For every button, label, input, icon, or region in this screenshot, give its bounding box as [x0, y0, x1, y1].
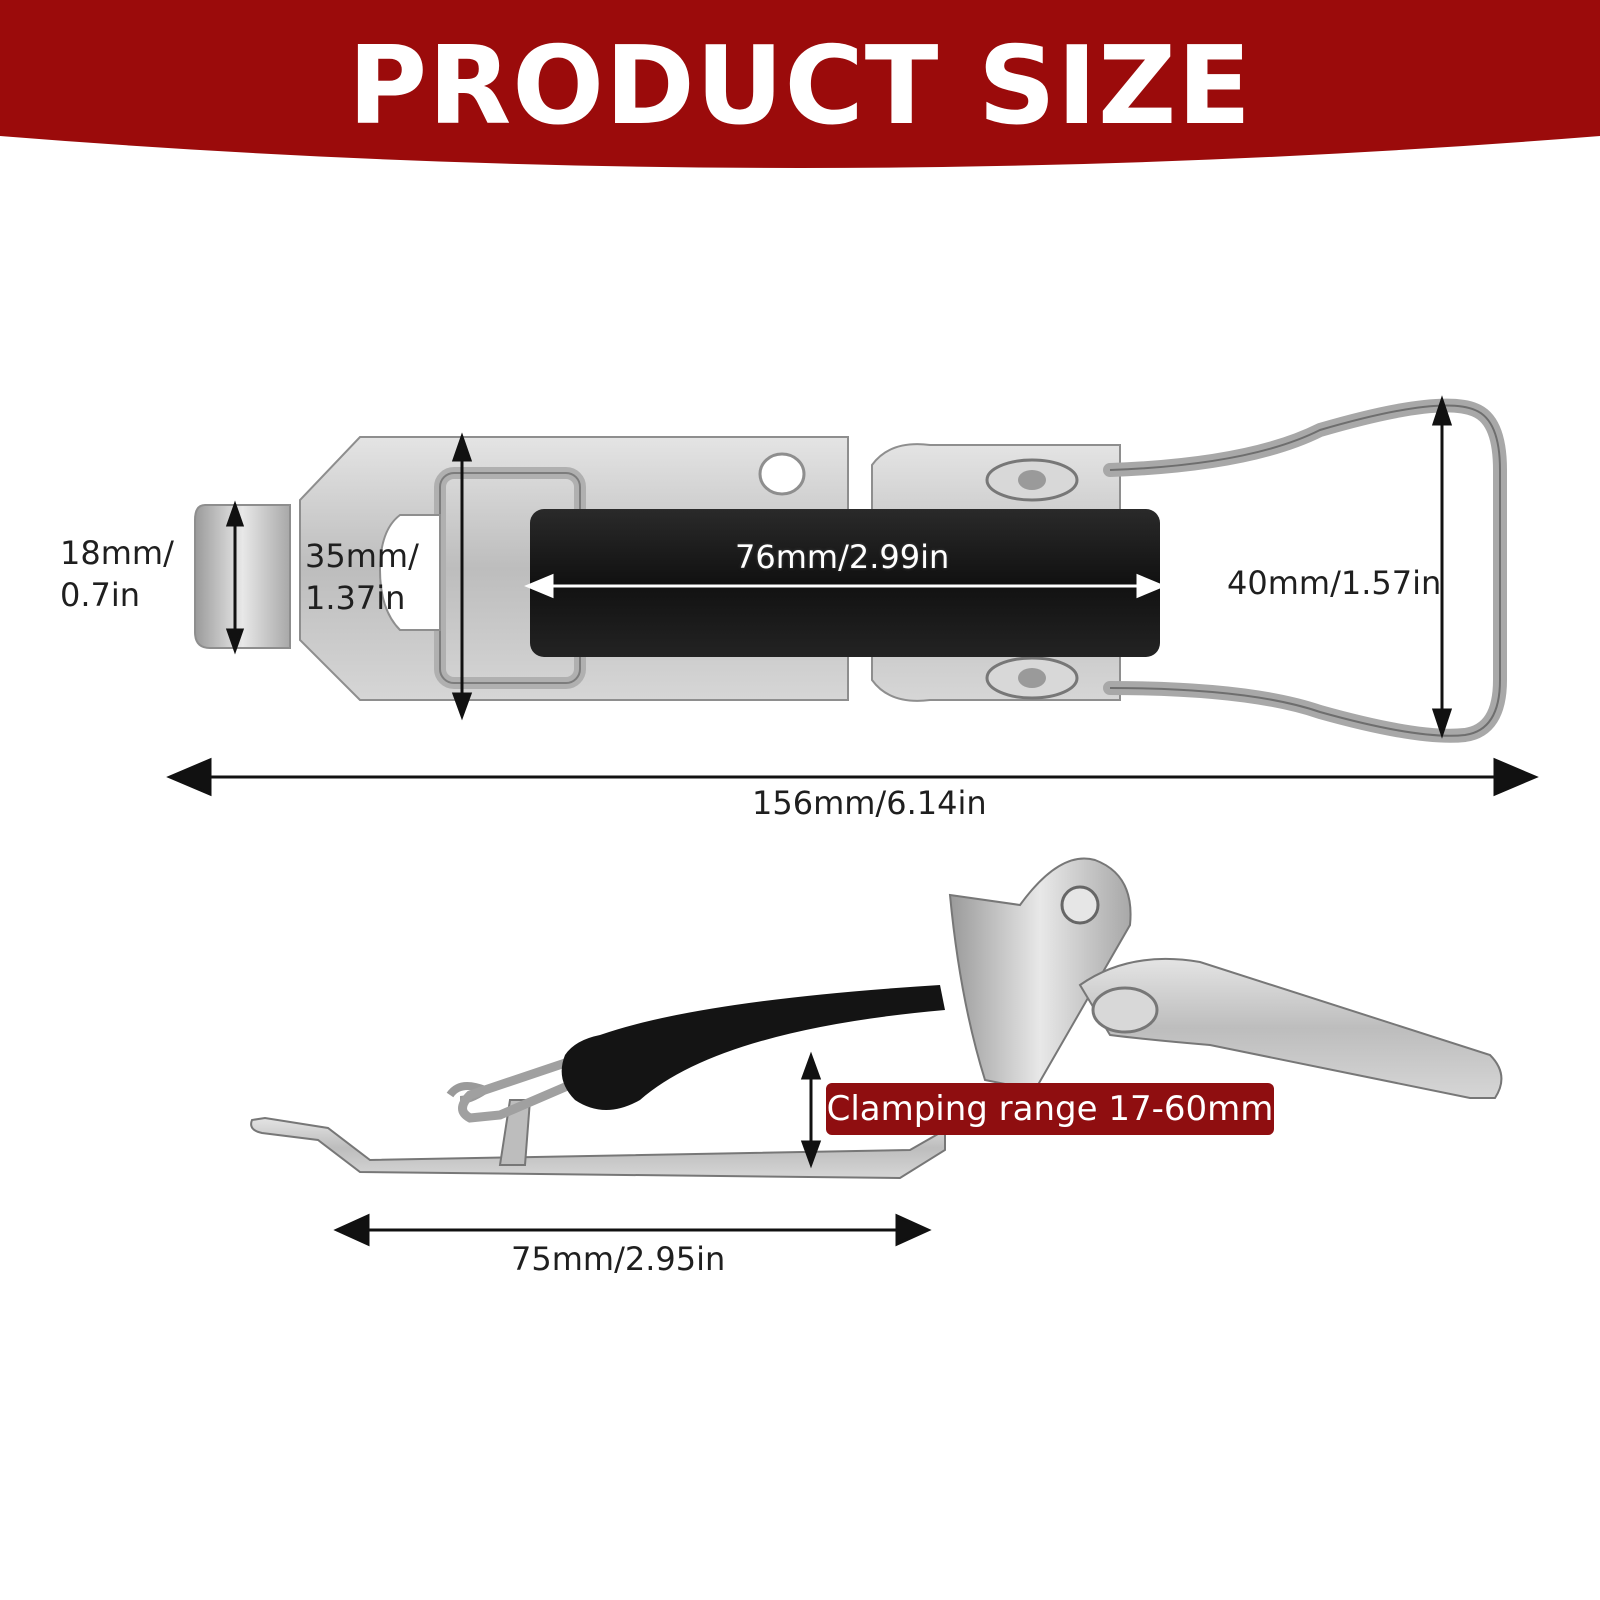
hook-height-in: 0.7in	[60, 576, 141, 614]
mount-hole	[758, 452, 806, 496]
top-dimension-lines	[166, 395, 1539, 797]
plate-height-in: 1.37in	[305, 579, 406, 617]
side-lever	[1078, 957, 1503, 1099]
side-wing-nut	[1091, 986, 1159, 1034]
side-base-plate	[250, 1116, 946, 1180]
bail-height-label: 40mm/1.57in	[1227, 564, 1442, 602]
strap-dimension-line	[524, 573, 1166, 599]
total-length-label: 156mm/6.14in	[752, 784, 987, 822]
title-banner	[0, 0, 1600, 168]
base-length-label: 75mm/2.95in	[511, 1240, 726, 1278]
rubber-strap	[530, 509, 1160, 657]
page-title: PRODUCT SIZE	[347, 24, 1253, 149]
clamping-range-label: Clamping range 17-60mm	[826, 1083, 1274, 1135]
side-rubber-strap	[561, 985, 945, 1110]
top-view-latch	[194, 398, 1507, 743]
hook-height-label: 18mm/ 0.7in	[60, 532, 174, 616]
hook-tab	[194, 504, 291, 649]
side-dimension-lines	[333, 1051, 932, 1247]
side-pivot	[1060, 885, 1100, 925]
hook-height-mm: 18mm/	[60, 534, 174, 572]
side-view-latch	[250, 857, 1503, 1180]
strap-length-label: 76mm/2.99in	[735, 538, 950, 576]
plate-height-mm: 35mm/	[305, 537, 419, 575]
plate-height-label: 35mm/ 1.37in	[305, 535, 419, 619]
